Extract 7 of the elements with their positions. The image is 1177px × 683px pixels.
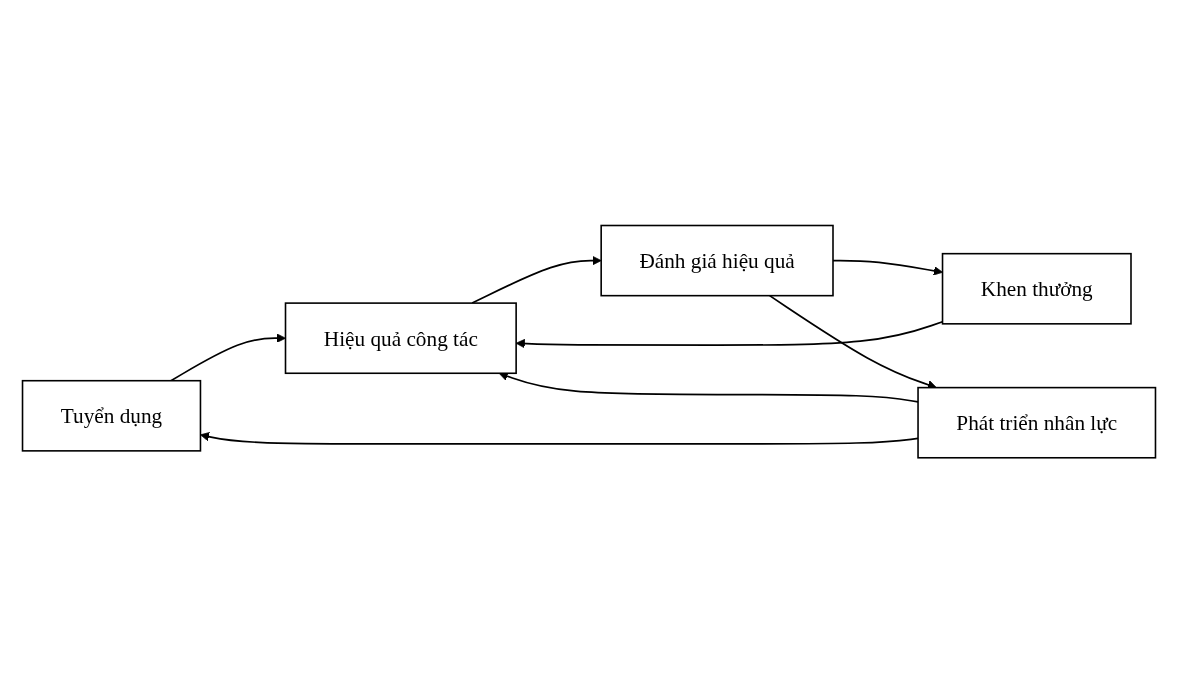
- node-box: Đánh giá hiệu quả: [599, 224, 834, 297]
- node-box: Hiệu quả công tác: [284, 302, 517, 374]
- node-box: Phát triển nhân lực: [916, 386, 1156, 459]
- node-box: Tuyển dụng: [21, 379, 201, 452]
- node-box: Khen thưởng: [941, 252, 1132, 325]
- arrow: [515, 320, 943, 349]
- arrow: [169, 333, 286, 382]
